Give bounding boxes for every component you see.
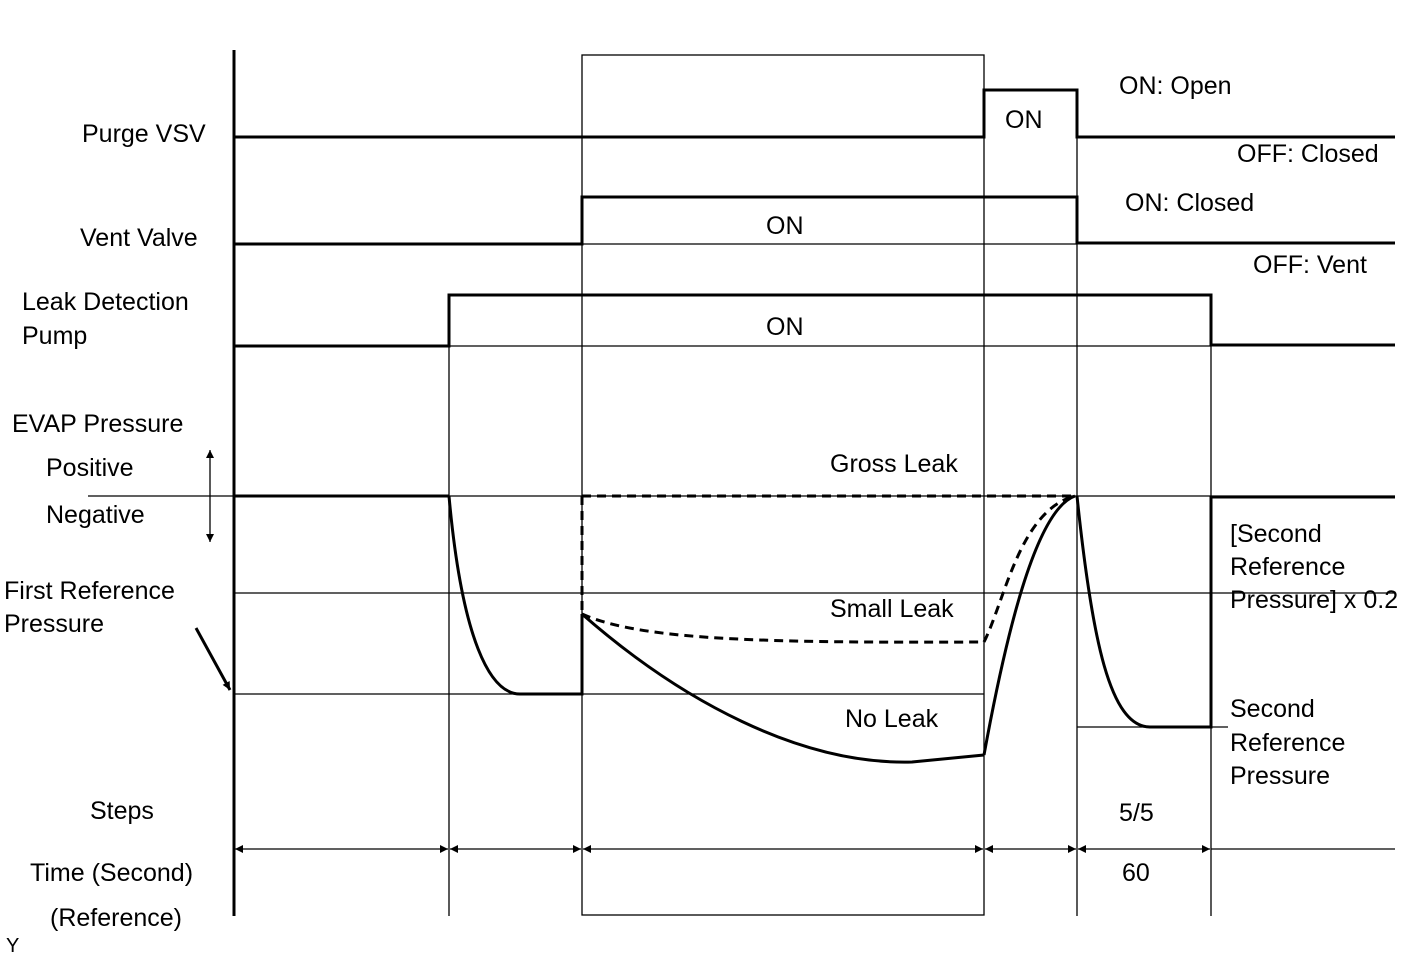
second-ref-line2: Reference [1230,729,1346,757]
corner-mark: Y [6,935,20,957]
second-ref-x02-line2: Reference [1230,553,1346,581]
vent-on-label: ON [766,212,804,240]
small-leak-label: Small Leak [830,595,954,623]
monitor-box [581,54,985,916]
purge-off-desc: OFF: Closed [1237,140,1379,168]
purge-vsv-trace [234,88,1395,139]
evap-pressure-label: EVAP Pressure [12,410,184,438]
pressure-reference-lines [88,495,1395,728]
purge-on-desc: ON: Open [1119,72,1232,100]
vent-valve-label: Vent Valve [80,224,198,252]
leak-pump-label-line1: Leak Detection [22,288,189,316]
first-reference-label-line1: First Reference [4,577,175,605]
negative-label: Negative [46,501,145,529]
step-dividers [448,90,1212,916]
purge-on-label: ON [1005,106,1043,134]
steps-label: Steps [90,797,154,825]
second-ref-x02-line1: [Second [1230,520,1322,548]
no-leak-label: No Leak [845,705,939,733]
step-value-label: 5/5 [1119,799,1154,827]
vent-valve-trace [234,195,1395,246]
time-label-line2: (Reference) [50,904,182,932]
first-reference-label-line2: Pressure [4,610,105,638]
second-ref-x02-line3: Pressure] x 0.2 [1230,586,1399,614]
pump-trace [234,293,1395,348]
first-reference-pointer [194,627,232,691]
time-value-label: 60 [1122,859,1150,887]
vent-on-desc: ON: Closed [1125,189,1255,217]
gross-leak-label: Gross Leak [830,450,958,478]
time-label-line1: Time (Second) [30,859,194,887]
evap-pressure-dashed [580,494,1077,644]
second-ref-line3: Pressure [1230,762,1331,790]
positive-label: Positive [46,454,134,482]
vent-off-desc: OFF: Vent [1253,251,1367,279]
purge-vsv-label: Purge VSV [82,120,206,148]
no-leak-curve [581,612,985,764]
pump-on-label: ON [766,313,804,341]
leak-pump-label-line2: Pump [22,322,88,350]
second-ref-line1: Second [1230,695,1315,723]
small-leak-curve [581,612,985,644]
evap-pressure-trace [234,494,1395,764]
